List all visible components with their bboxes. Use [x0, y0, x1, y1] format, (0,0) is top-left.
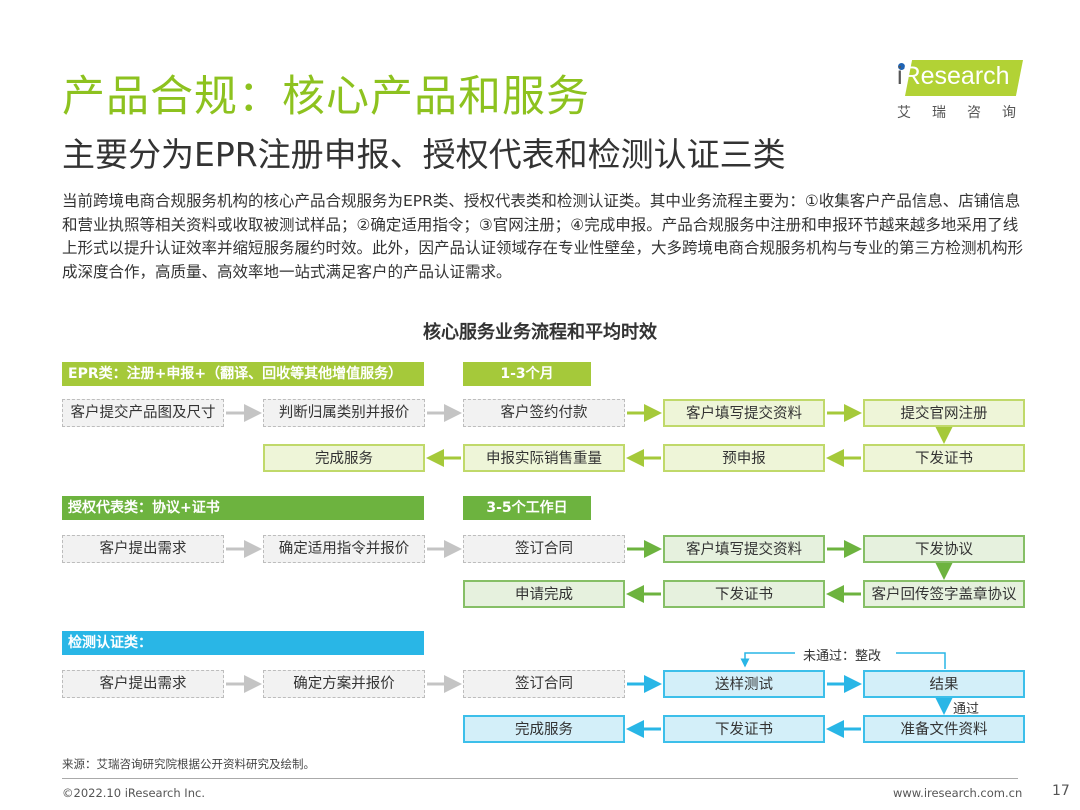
flow-step: 下发证书 [663, 580, 825, 608]
fail-label: 未通过：整改 [803, 649, 882, 664]
flow-step: 确定方案并报价 [263, 670, 425, 698]
flow-step: 准备文件资料 [863, 715, 1025, 743]
flow-step: 下发证书 [663, 715, 825, 743]
flow-step: 客户签约付款 [463, 399, 625, 427]
auth-time: 3-5个工作日 [463, 496, 591, 520]
epr-header: EPR类：注册+申报+（翻译、回收等其他增值服务） [62, 362, 424, 386]
flow-step: 客户填写提交资料 [663, 535, 825, 563]
flow-step: 下发协议 [863, 535, 1025, 563]
copyright: ©2022.10 iResearch Inc. [62, 786, 205, 800]
flow-step: 完成服务 [463, 715, 625, 743]
page-number: 17 [1052, 783, 1070, 799]
footer-divider [62, 778, 1018, 779]
iresearch-logo: iResearch 艾瑞咨询 [897, 60, 1037, 121]
test-header: 检测认证类： [62, 631, 424, 655]
epr-time: 1-3个月 [463, 362, 591, 386]
auth-header: 授权代表类：协议+证书 [62, 496, 424, 520]
flow-step: 申报实际销售重量 [463, 444, 625, 472]
flow-step: 客户提交产品图及尺寸 [62, 399, 224, 427]
flow-step: 申请完成 [463, 580, 625, 608]
source-note: 来源：艾瑞咨询研究院根据公开资料研究及绘制。 [62, 757, 315, 771]
flow-step: 结果 [863, 670, 1025, 698]
flow-step: 送样测试 [663, 670, 825, 698]
flow-step: 判断归属类别并报价 [263, 399, 425, 427]
flow-step: 客户提出需求 [62, 670, 224, 698]
flow-step: 客户回传签字盖章协议 [863, 580, 1025, 608]
pass-label: 通过 [953, 702, 980, 717]
body-paragraph: 当前跨境电商合规服务机构的核心产品合规服务为EPR类、授权代表类和检测认证类。其… [62, 192, 1024, 281]
website-link[interactable]: www.iresearch.com.cn [893, 786, 1023, 800]
flow-step: 签订合同 [463, 535, 625, 563]
page-title: 产品合规：核心产品和服务 [62, 72, 590, 122]
flow-step: 客户填写提交资料 [663, 399, 825, 427]
flow-step: 完成服务 [263, 444, 425, 472]
flow-step: 预申报 [663, 444, 825, 472]
flow-step: 签订合同 [463, 670, 625, 698]
fail-loop-arrow [896, 652, 946, 669]
flow-step: 确定适用指令并报价 [263, 535, 425, 563]
flow-step: 客户提出需求 [62, 535, 224, 563]
flow-step: 下发证书 [863, 444, 1025, 472]
flow-step: 提交官网注册 [863, 399, 1025, 427]
chart-title: 核心服务业务流程和平均时效 [423, 322, 657, 343]
page-subtitle: 主要分为EPR注册申报、授权代表和检测认证三类 [62, 135, 786, 174]
fail-loop-arrow [740, 652, 795, 668]
